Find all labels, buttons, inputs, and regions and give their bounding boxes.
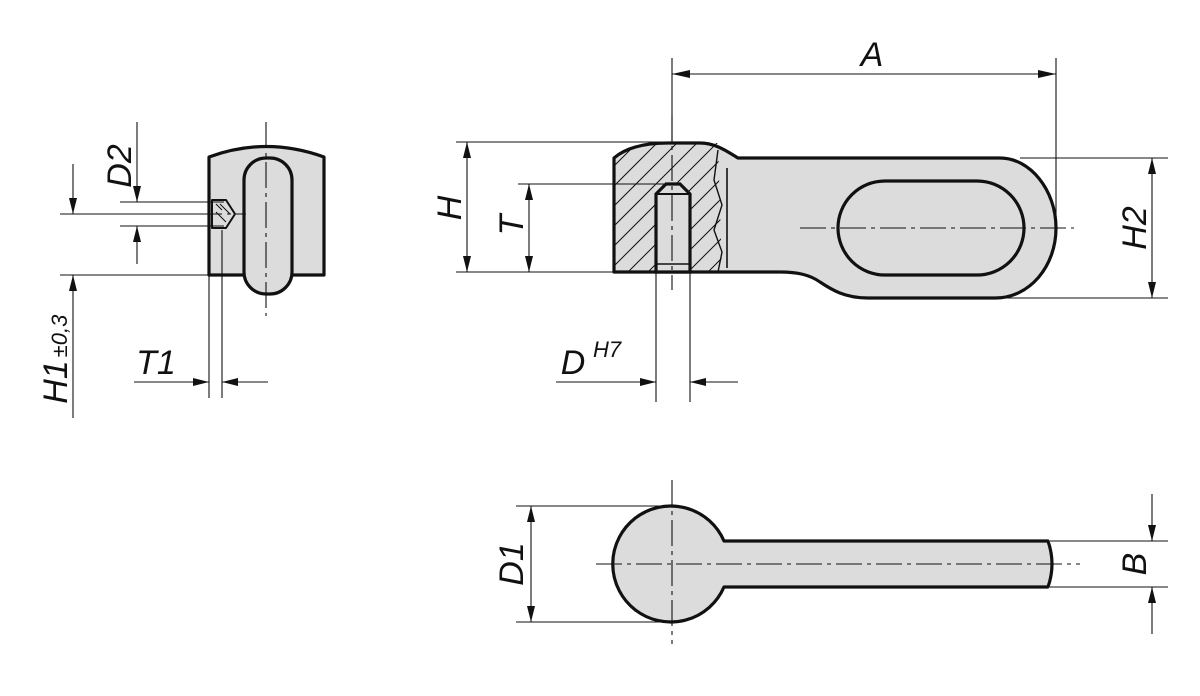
label-b: B: [1116, 553, 1154, 576]
top-view: D1 B: [493, 480, 1168, 644]
dimension-b: B: [1050, 494, 1168, 634]
label-d: D: [561, 344, 586, 382]
front-view: A H T H2: [431, 36, 1168, 402]
label-h2: H2: [1116, 206, 1154, 250]
label-h1-tolerance: ±0,3: [47, 314, 72, 357]
label-t1: T1: [136, 344, 176, 382]
front-view-bore: [654, 182, 692, 274]
label-d-tolerance: H7: [593, 337, 622, 362]
label-a: A: [859, 36, 884, 74]
dimension-h1: H1 ±0,3: [37, 164, 210, 418]
side-view-pin: [242, 156, 294, 296]
dimension-h2: H2: [1000, 157, 1168, 299]
detent-ball: [211, 199, 236, 229]
side-view: D2 H1 ±0,3 T1: [37, 122, 326, 418]
dimension-t: T: [493, 183, 666, 272]
label-t: T: [493, 212, 531, 235]
dimension-d2: D2: [101, 122, 224, 264]
dimension-d: D H7: [556, 272, 738, 402]
dimension-h: H: [431, 141, 672, 273]
top-view-body: [611, 504, 1054, 624]
label-d1: D1: [493, 542, 531, 585]
dimension-t1: T1: [134, 230, 268, 398]
dimension-a: A: [671, 36, 1057, 226]
label-h1: H1: [37, 360, 75, 403]
label-d2: D2: [101, 144, 139, 188]
dimension-d1: D1: [493, 505, 672, 623]
label-h: H: [431, 195, 469, 220]
